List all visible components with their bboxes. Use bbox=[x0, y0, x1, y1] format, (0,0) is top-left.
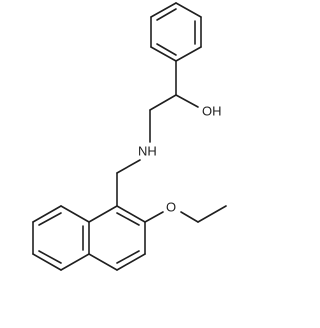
bond bbox=[175, 94, 199, 108]
chemical-structure-diagram: OH NH O bbox=[32, 2, 227, 271]
bond bbox=[116, 205, 146, 223]
double-bond-inner bbox=[156, 8, 177, 21]
naphthalene-right-ring bbox=[88, 205, 146, 271]
ethoxy-group bbox=[144, 205, 227, 223]
bond bbox=[150, 46, 177, 62]
bond bbox=[180, 211, 199, 223]
amine-label: NH bbox=[138, 143, 157, 158]
phenyl-ring bbox=[150, 2, 202, 62]
bond bbox=[175, 2, 202, 18]
bond bbox=[116, 159, 141, 174]
bond bbox=[88, 253, 118, 271]
bond bbox=[150, 2, 177, 18]
naphthalene-left-ring bbox=[32, 205, 90, 271]
bond bbox=[175, 46, 202, 62]
ether-oxygen-label: O bbox=[166, 199, 176, 214]
double-bond-inner bbox=[156, 43, 177, 56]
double-bond-inner bbox=[38, 250, 62, 264]
double-bond-inner bbox=[116, 212, 140, 226]
bond bbox=[60, 205, 90, 223]
side-chain bbox=[116, 60, 199, 207]
bond bbox=[149, 94, 177, 111]
bond bbox=[116, 253, 146, 271]
bond bbox=[197, 205, 227, 223]
double-bond-inner bbox=[38, 212, 62, 226]
bond bbox=[60, 253, 90, 271]
bond bbox=[144, 211, 164, 223]
bond bbox=[32, 253, 62, 271]
bond bbox=[88, 205, 118, 223]
hydroxyl-label: OH bbox=[202, 103, 222, 118]
double-bond-inner bbox=[116, 250, 140, 264]
bond bbox=[32, 205, 62, 223]
